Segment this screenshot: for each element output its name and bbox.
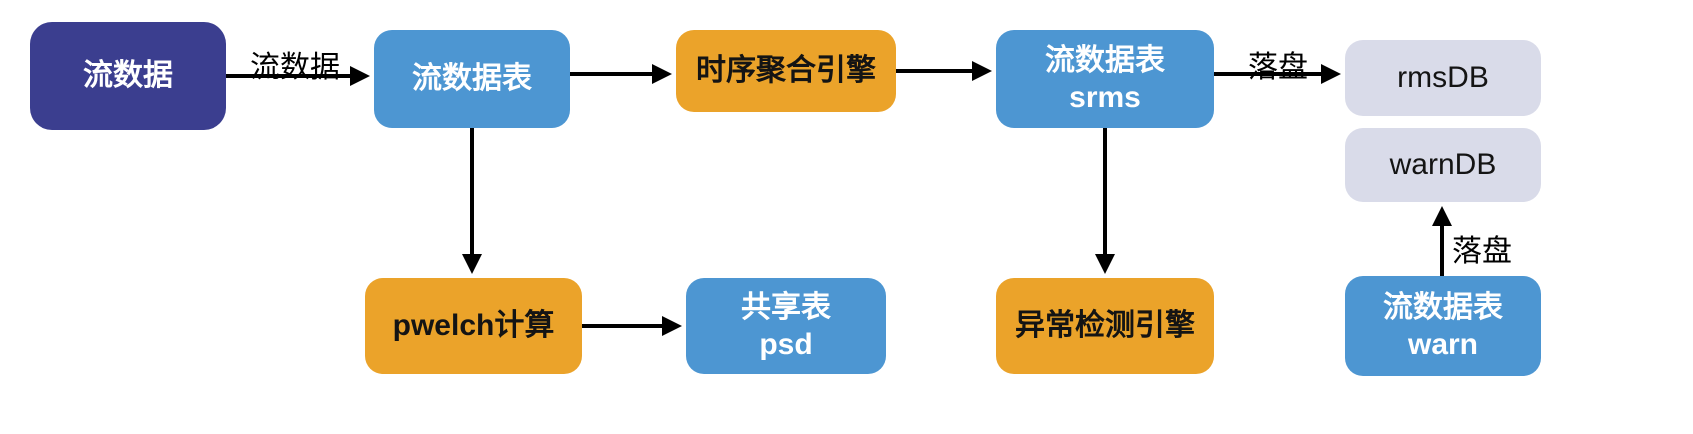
node-pwelch-label: pwelch计算 [392,309,555,343]
node-stream-table-srms-sublabel: srms [1069,81,1141,114]
node-ts-agg-engine: 时序聚合引擎 [676,30,896,112]
node-stream-table-warn-sublabel: warn [1407,328,1479,361]
node-rms-db: rmsDB [1345,40,1541,116]
node-stream-table-label: 流数据表 [412,62,532,96]
edge-label-stream-data: 流数据 [250,51,340,84]
node-shared-table-psd: 共享表 psd [686,278,886,374]
node-stream-data-label: 流数据 [83,59,173,93]
node-stream-table: 流数据表 [374,30,570,128]
node-stream-table-srms-label: 流数据表 [1045,43,1165,77]
node-anomaly-engine: 异常检测引擎 [996,278,1214,374]
node-stream-table-warn-label: 流数据表 [1383,290,1503,324]
node-warn-db-label: warnDB [1389,148,1497,182]
node-rms-db-label: rmsDB [1397,61,1489,95]
edge-label-disk-write-top: 落盘 [1248,51,1308,84]
node-warn-db: warnDB [1345,128,1541,202]
edge-label-disk-write-bottom: 落盘 [1452,235,1512,268]
node-shared-table-psd-sublabel: psd [759,328,813,361]
node-anomaly-engine-label: 异常检测引擎 [1015,309,1195,343]
node-stream-table-warn: 流数据表 warn [1345,276,1541,376]
node-ts-agg-engine-label: 时序聚合引擎 [696,54,876,88]
node-shared-table-psd-label: 共享表 [741,290,831,324]
node-stream-data: 流数据 [30,22,226,130]
node-pwelch: pwelch计算 [365,278,582,374]
node-stream-table-srms: 流数据表 srms [996,30,1214,128]
